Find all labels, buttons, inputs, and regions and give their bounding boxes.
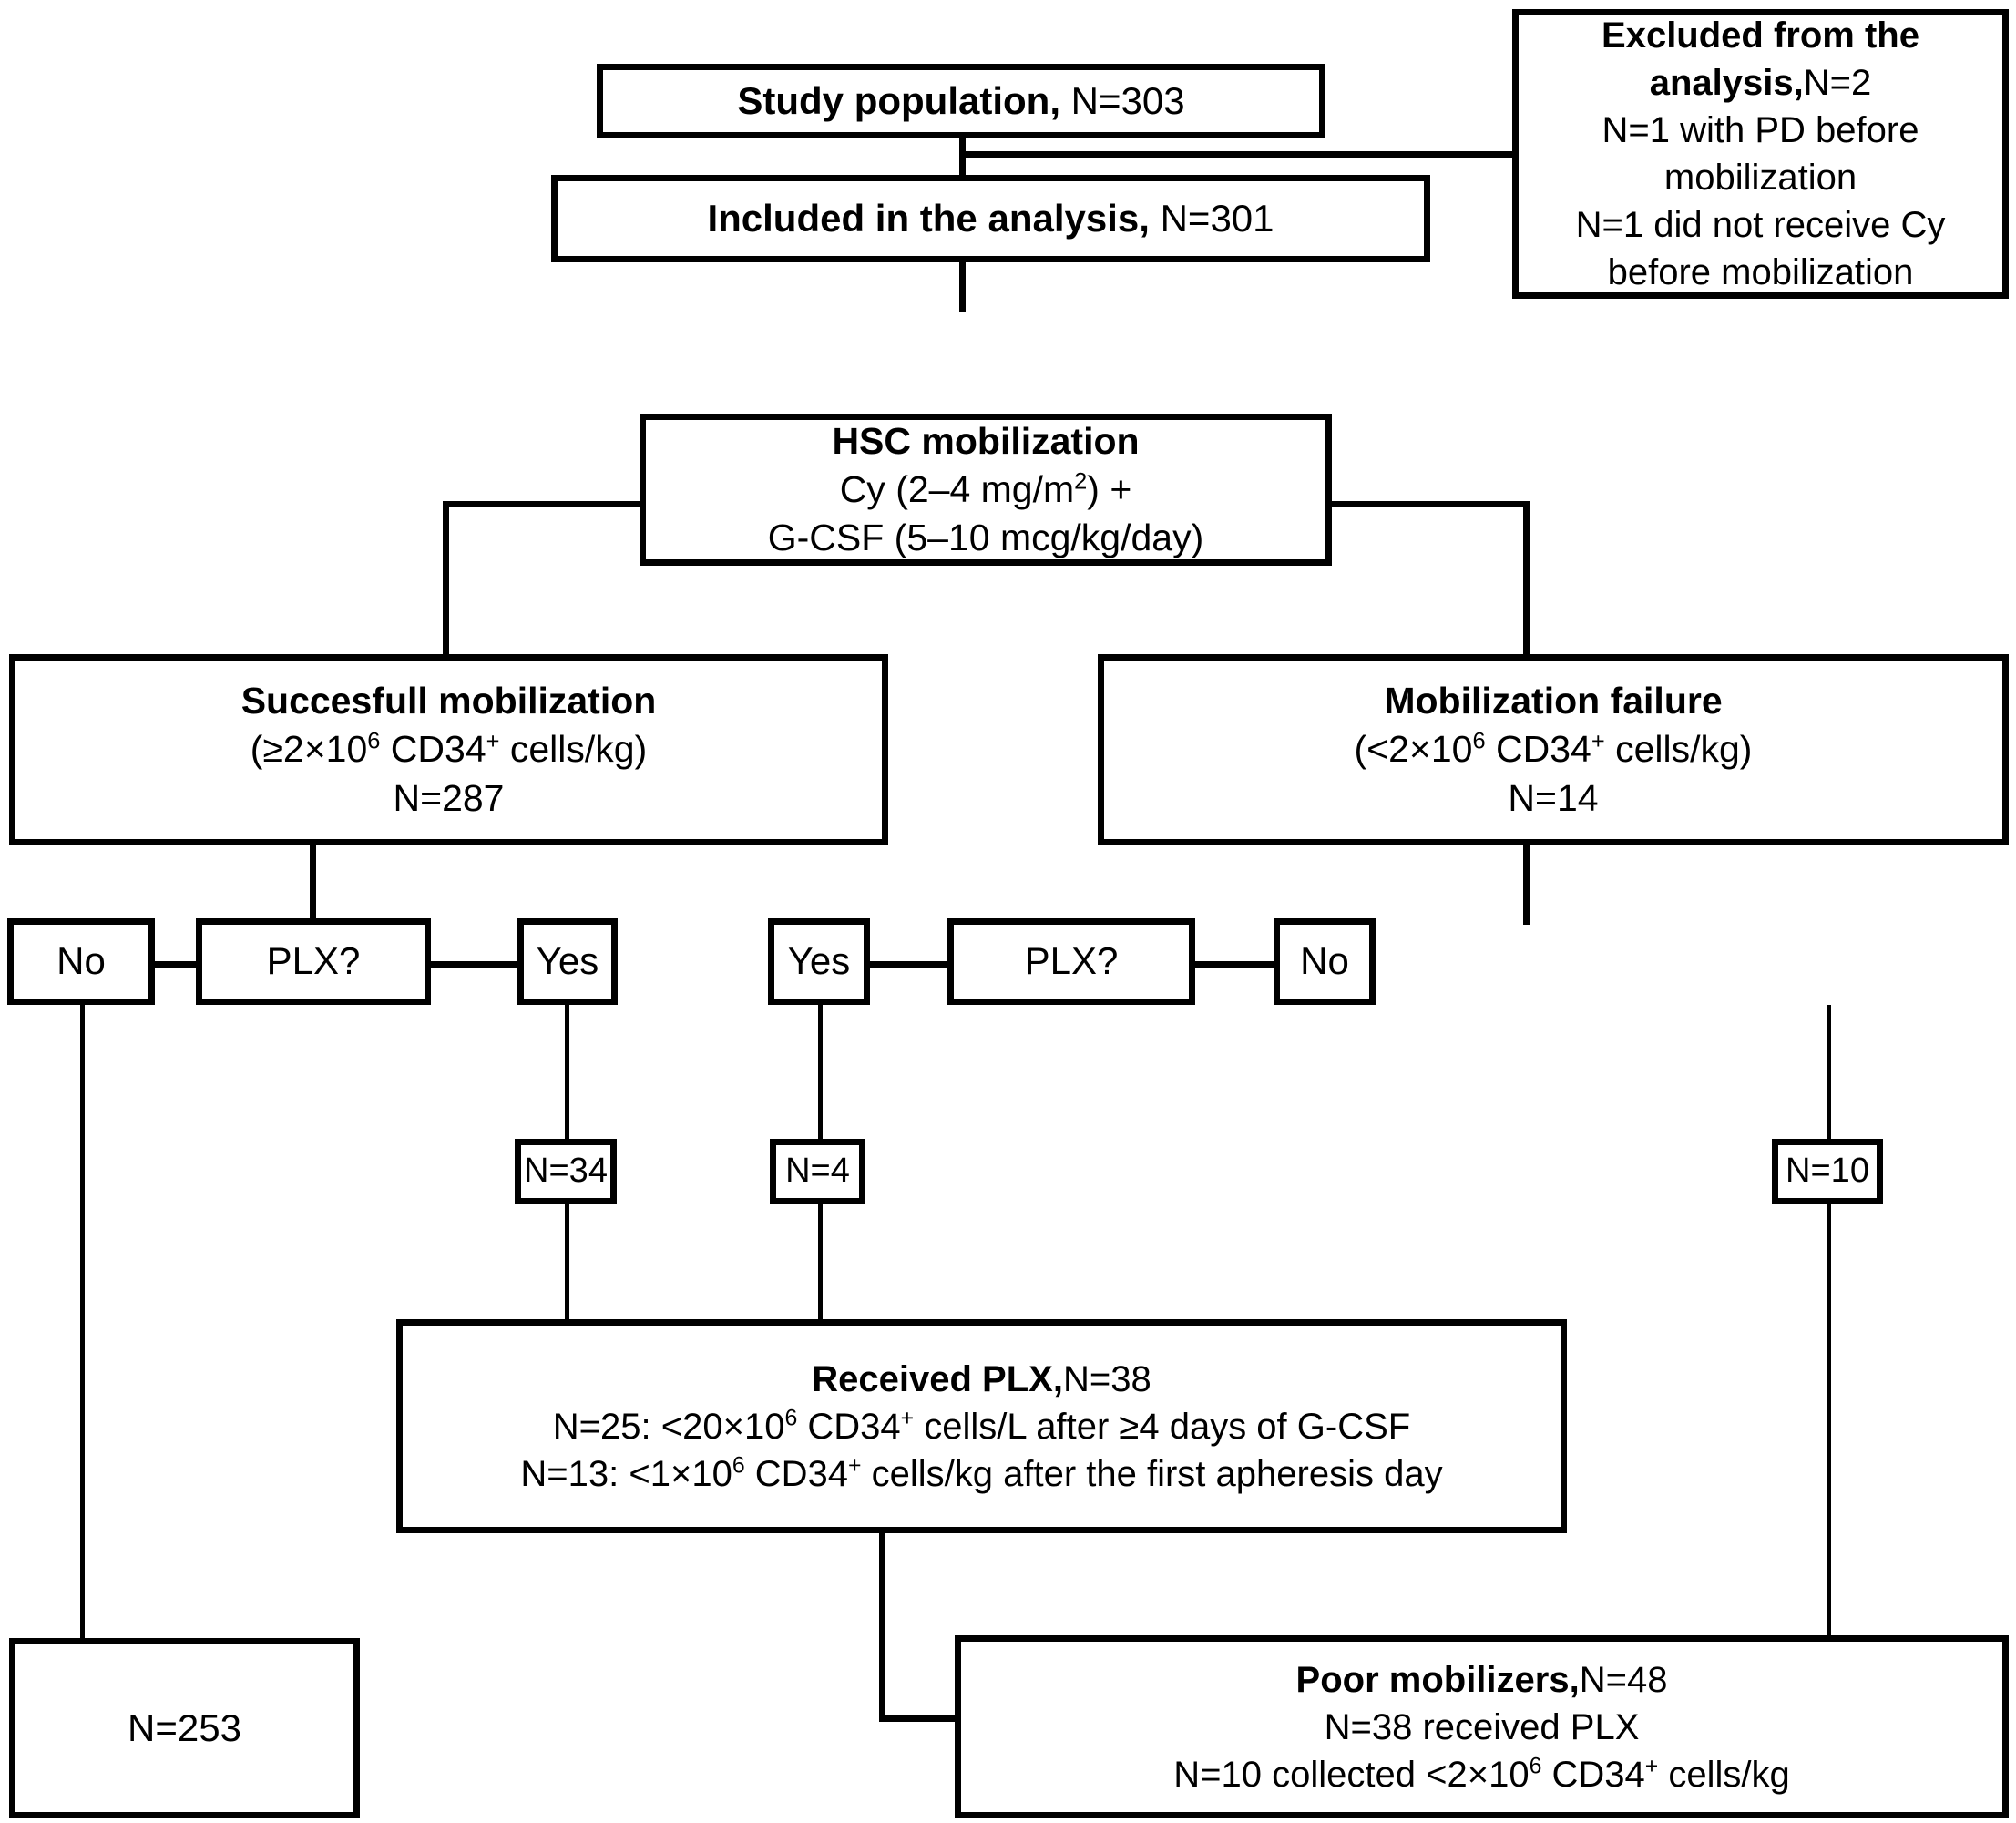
hsc-line3: G-CSF (5–10 mcg/kg/day) bbox=[767, 517, 1204, 559]
node-received-plx[interactable]: Received PLX,N=38 N=25: <20×106 CD34+ ce… bbox=[396, 1319, 1567, 1533]
included-label: Included in the analysis, bbox=[707, 196, 1150, 240]
excluded-line5: N=1 did not receive Cy bbox=[1575, 205, 1946, 245]
connector-n34-to-receivedplx bbox=[565, 1203, 569, 1376]
connector-rightyes-to-n4 bbox=[818, 1005, 823, 1142]
node-n4[interactable]: N=4 bbox=[770, 1139, 865, 1204]
failure-criteria-sup2: + bbox=[1591, 728, 1605, 754]
hsc-line2-pre: Cy (2–4 mg/m bbox=[839, 467, 1075, 510]
failure-criteria-sup1: 6 bbox=[1472, 728, 1486, 754]
hsc-title: HSC mobilization bbox=[832, 419, 1140, 462]
received-plx-line3-mid: CD34 bbox=[744, 1453, 849, 1494]
node-study-population[interactable]: Study population, N=303 bbox=[597, 64, 1325, 138]
excluded-title-line2: analysis, bbox=[1649, 63, 1804, 103]
success-criteria-post: cells/kg) bbox=[499, 728, 648, 771]
study-population-label: Study population, bbox=[737, 78, 1060, 122]
node-n10[interactable]: N=10 bbox=[1772, 1139, 1883, 1204]
right-yes-label: Yes bbox=[787, 939, 851, 983]
received-plx-line2-post: cells/L after ≥4 days of G-CSF bbox=[914, 1406, 1411, 1447]
node-poor-mobilizers[interactable]: Poor mobilizers,N=48 N=38 received PLX N… bbox=[955, 1635, 2009, 1818]
connector-plx-to-rightno bbox=[1193, 961, 1275, 968]
node-right-no[interactable]: No bbox=[1274, 918, 1376, 1005]
failure-criteria-pre: (<2×10 bbox=[1354, 728, 1473, 771]
success-criteria-sup2: + bbox=[486, 728, 500, 754]
connector-hsc-left-h bbox=[443, 501, 643, 507]
right-no-label: No bbox=[1300, 939, 1349, 983]
node-successful-mobilization[interactable]: Succesfull mobilization (≥2×106 CD34+ ce… bbox=[9, 654, 888, 845]
connector-study-to-excluded bbox=[959, 151, 1515, 158]
node-left-plx-question[interactable]: PLX? bbox=[196, 918, 431, 1005]
left-plx-label: PLX? bbox=[266, 939, 361, 983]
poor-mobilizers-line3-pre: N=10 collected <2×10 bbox=[1173, 1754, 1530, 1795]
n34-label: N=34 bbox=[524, 1152, 608, 1191]
connector-receivedplx-down bbox=[879, 1531, 885, 1722]
received-plx-line2-sup2: + bbox=[900, 1406, 915, 1431]
included-value: N=301 bbox=[1160, 196, 1274, 240]
left-no-label: No bbox=[56, 939, 106, 983]
failure-title: Mobilization failure bbox=[1384, 680, 1723, 722]
node-mobilization-failure[interactable]: Mobilization failure (<2×106 CD34+ cells… bbox=[1098, 654, 2009, 845]
connector-plx-to-leftyes bbox=[428, 961, 519, 968]
connector-hsc-right-v bbox=[1523, 501, 1530, 661]
n10-label: N=10 bbox=[1786, 1152, 1869, 1191]
connector-included-to-hsc bbox=[959, 262, 966, 312]
node-n253[interactable]: N=253 bbox=[9, 1638, 360, 1818]
received-plx-line2-pre: N=25: <20×10 bbox=[552, 1406, 785, 1447]
received-plx-line3-sup1: 6 bbox=[732, 1453, 745, 1479]
n4-label: N=4 bbox=[785, 1152, 850, 1191]
poor-mobilizers-line2: N=38 received PLX bbox=[1324, 1706, 1640, 1747]
poor-mobilizers-line3-mid: CD34 bbox=[1541, 1754, 1645, 1795]
success-criteria-mid: CD34 bbox=[380, 728, 486, 771]
failure-criteria-post: cells/kg) bbox=[1604, 728, 1753, 771]
connector-receivedplx-to-poormobilizers bbox=[879, 1715, 961, 1722]
connector-failure-to-plx bbox=[1523, 843, 1530, 925]
received-plx-line2-sup1: 6 bbox=[784, 1406, 798, 1431]
hsc-line2-sup: 2 bbox=[1074, 468, 1088, 495]
received-plx-line2-mid: CD34 bbox=[797, 1406, 901, 1447]
failure-criteria-mid: CD34 bbox=[1485, 728, 1591, 771]
received-plx-title-value: N=38 bbox=[1062, 1358, 1151, 1399]
node-left-no[interactable]: No bbox=[7, 918, 155, 1005]
node-excluded-from-analysis[interactable]: Excluded from the analysis,N=2 N=1 with … bbox=[1512, 9, 2009, 299]
node-right-yes[interactable]: Yes bbox=[768, 918, 870, 1005]
node-left-yes[interactable]: Yes bbox=[517, 918, 618, 1005]
success-criteria-pre: (≥2×10 bbox=[250, 728, 368, 771]
success-value: N=287 bbox=[393, 776, 505, 819]
received-plx-line3-post: cells/kg after the first apheresis day bbox=[861, 1453, 1443, 1494]
connector-leftyes-to-n34 bbox=[565, 1005, 569, 1142]
connector-hsc-right-h bbox=[1327, 501, 1530, 507]
hsc-line2-post: ) + bbox=[1087, 467, 1132, 510]
node-n34[interactable]: N=34 bbox=[515, 1139, 617, 1204]
excluded-title-value: N=2 bbox=[1803, 63, 1872, 103]
connector-n10-to-poormobilizers bbox=[1827, 1203, 1831, 1649]
received-plx-line3-pre: N=13: <1×10 bbox=[520, 1453, 732, 1494]
study-population-value: N=303 bbox=[1070, 78, 1185, 122]
right-plx-label: PLX? bbox=[1024, 939, 1119, 983]
success-criteria-sup1: 6 bbox=[367, 728, 381, 754]
connector-leftno-to-plx bbox=[148, 961, 198, 968]
connector-rightyes-to-plx bbox=[867, 961, 947, 968]
connector-n4-to-receivedplx bbox=[818, 1203, 823, 1376]
excluded-line6: before mobilization bbox=[1607, 252, 1914, 292]
received-plx-line3-sup2: + bbox=[848, 1453, 862, 1479]
connector-success-to-plx bbox=[310, 843, 316, 925]
poor-mobilizers-title: Poor mobilizers, bbox=[1295, 1659, 1580, 1700]
success-title: Succesfull mobilization bbox=[240, 680, 657, 722]
poor-mobilizers-line3-sup2: + bbox=[1644, 1754, 1659, 1779]
poor-mobilizers-line3-post: cells/kg bbox=[1658, 1754, 1790, 1795]
excluded-line3: N=1 with PD before bbox=[1602, 110, 1919, 150]
left-yes-label: Yes bbox=[536, 939, 599, 983]
failure-value: N=14 bbox=[1508, 776, 1599, 819]
poor-mobilizers-line3-sup1: 6 bbox=[1529, 1754, 1542, 1779]
connector-leftno-to-n253 bbox=[80, 1005, 85, 1643]
connector-rightno-to-n10 bbox=[1827, 1005, 1831, 1142]
excluded-line4: mobilization bbox=[1663, 158, 1857, 198]
n253-label: N=253 bbox=[128, 1705, 241, 1749]
connector-hsc-left-v bbox=[443, 501, 449, 661]
poor-mobilizers-title-value: N=48 bbox=[1579, 1659, 1668, 1700]
received-plx-title: Received PLX, bbox=[812, 1358, 1063, 1399]
node-included-in-analysis[interactable]: Included in the analysis, N=301 bbox=[551, 175, 1430, 262]
node-hsc-mobilization[interactable]: HSC mobilization Cy (2–4 mg/m2) + G-CSF … bbox=[640, 414, 1332, 566]
excluded-title-line1: Excluded from the bbox=[1602, 15, 1919, 56]
node-right-plx-question[interactable]: PLX? bbox=[947, 918, 1195, 1005]
